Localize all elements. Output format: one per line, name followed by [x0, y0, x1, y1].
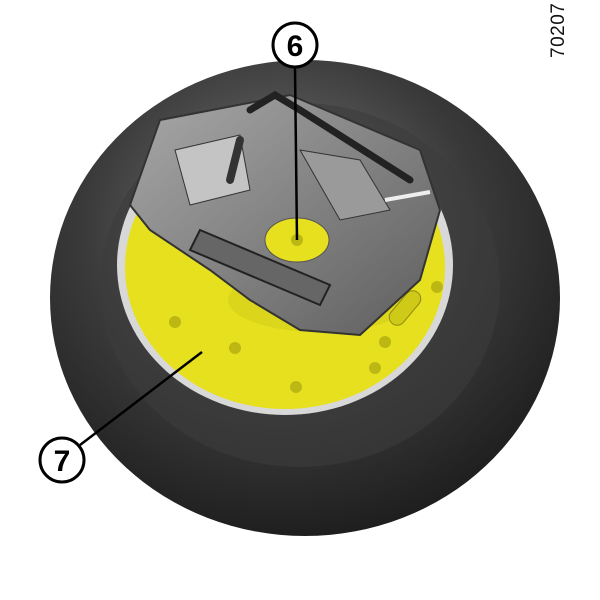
callout-7: 7: [38, 351, 203, 484]
tool-tray: [128, 90, 442, 337]
callout-6-number: 6: [287, 30, 304, 63]
callout-7-number: 7: [54, 445, 71, 478]
callout-6: 6: [271, 21, 319, 241]
reference-code: 70207: [548, 2, 569, 58]
